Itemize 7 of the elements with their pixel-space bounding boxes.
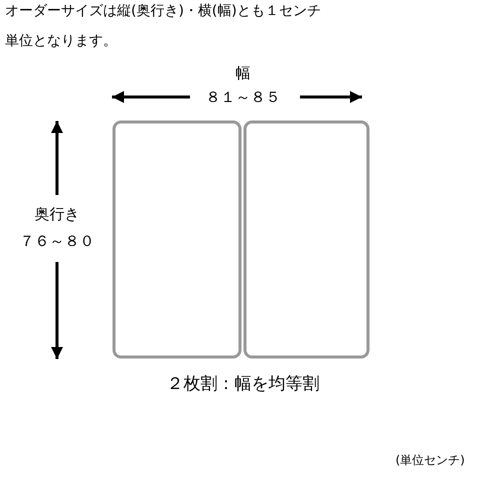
caption-text: ２枚割：幅を均等割 — [166, 374, 320, 394]
note-text: オーダーサイズは縦(奥行き)・横(幅)とも１センチ単位となります。 — [5, 2, 322, 51]
dimension-label: 幅 — [236, 64, 250, 82]
dimension-label: ７６～８０ — [20, 232, 94, 250]
unit-note: (単位センチ) — [396, 453, 465, 468]
dimension-label: ８１～８５ — [206, 88, 280, 106]
dimension-label: 奥行き — [34, 205, 80, 223]
